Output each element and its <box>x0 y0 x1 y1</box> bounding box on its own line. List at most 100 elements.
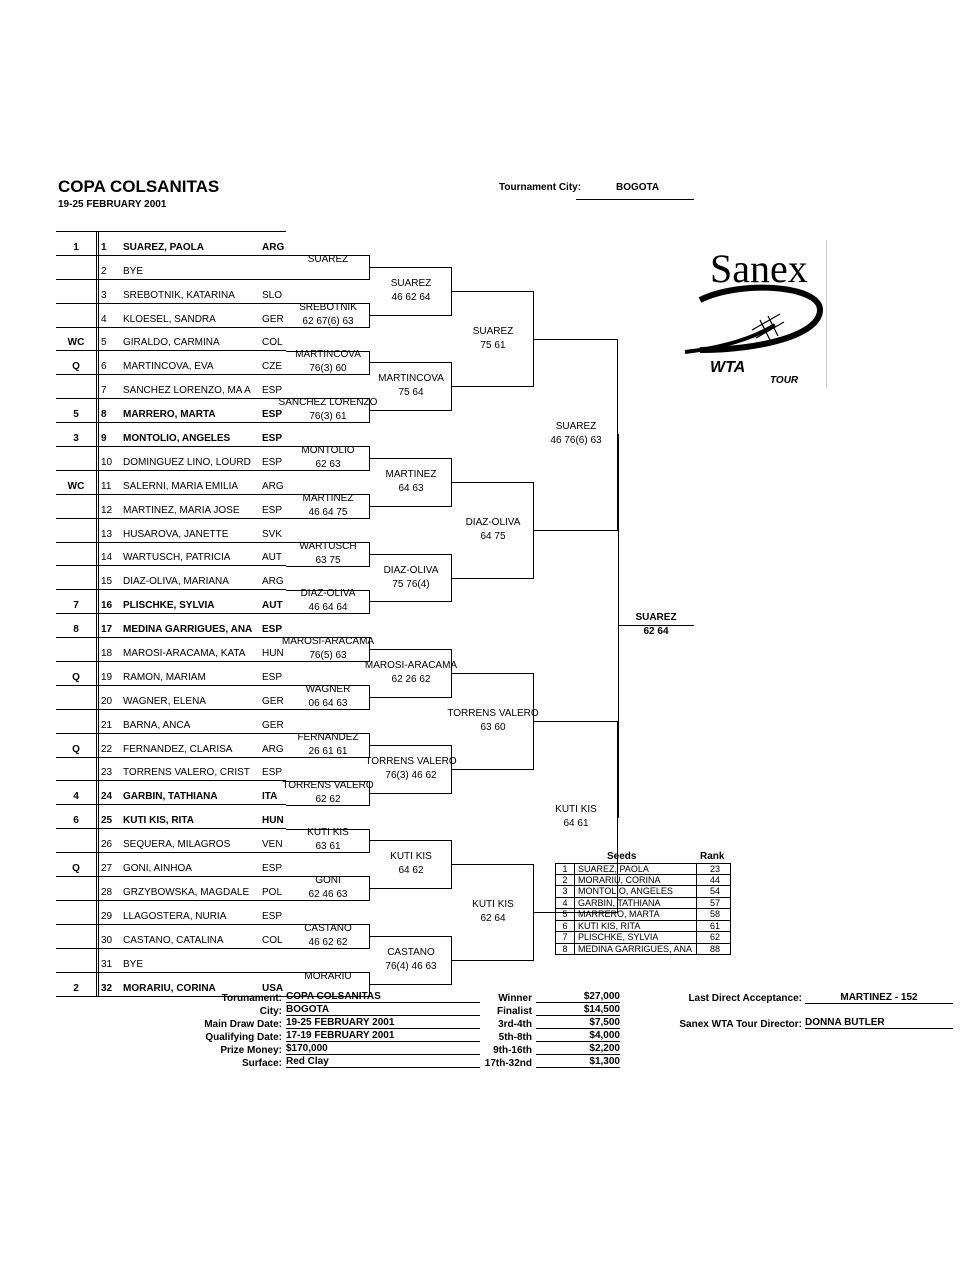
round2-winner: MARTINEZ <box>302 492 354 504</box>
round2-score: 63 75 <box>315 554 341 566</box>
draw-num: 15 <box>101 576 113 588</box>
round4-bracket-line <box>452 290 534 388</box>
round2-score: 62 63 <box>315 459 341 471</box>
round2-winner: WAGNER <box>305 684 351 696</box>
round2-winner: DIAZ-OLIVA <box>300 588 356 600</box>
draw-name: GRZYBOWSKA, MAGDALE <box>123 886 250 898</box>
draw-name: MORARIU, CORINA <box>123 982 216 994</box>
seed-rank: 58 <box>696 909 733 920</box>
info-city-label: City: <box>259 1006 282 1017</box>
draw-num: 18 <box>101 648 113 660</box>
info-prize-label: Prize Money: <box>220 1045 282 1056</box>
draw-num: 6 <box>101 361 107 373</box>
draw-name: TORRENS VALERO, CRIST <box>123 767 250 779</box>
round2-bracket-line <box>286 685 370 710</box>
info-surface-label: Surface: <box>241 1058 282 1069</box>
draw-num: 9 <box>101 433 107 445</box>
seed-name: KUTI KIS, RITA <box>578 920 641 931</box>
round2-winner: MARTINCOVA <box>295 349 361 361</box>
sanex-logo-icon: Sanex WTA TOUR <box>684 246 824 386</box>
draw-cc: VEN <box>262 839 283 851</box>
draw-num: 28 <box>101 886 113 898</box>
prize-value: $7,500 <box>536 1017 620 1029</box>
round2-bracket-line <box>286 637 370 663</box>
draw-num: 4 <box>101 313 107 325</box>
round3-score: 62 26 62 <box>391 674 431 686</box>
round2-bracket-line <box>286 493 370 519</box>
seed-n: 8 <box>556 943 575 954</box>
draw-name: CASTANO, CATALINA <box>123 934 224 946</box>
round5-score: 64 61 <box>563 817 589 829</box>
draw-name: GIRALDO, CARMINA <box>123 337 220 349</box>
round2-bracket-line <box>286 828 370 854</box>
draw-name: WAGNER, ELENA <box>123 695 206 707</box>
round3-winner: DIAZ-OLIVA <box>383 564 439 576</box>
draw-cc: ESP <box>262 671 283 683</box>
seed-name: MEDINA GARRIGUES, ANA <box>578 943 693 954</box>
round4-winner: DIAZ-OLIVA <box>465 516 521 528</box>
draw-num: 26 <box>101 839 113 851</box>
draw-name: LLAGOSTERA, NURIA <box>123 910 227 922</box>
draw-num: 24 <box>101 791 113 803</box>
draw-seed: 7 <box>73 600 79 612</box>
round3-bracket-line <box>370 362 452 412</box>
draw-num: 20 <box>101 695 113 707</box>
draw-cc: ESP <box>262 863 283 875</box>
prize-value: $2,200 <box>536 1043 620 1055</box>
draw-cc: SLO <box>262 289 283 301</box>
seed-rank: 88 <box>696 943 733 954</box>
round5-bracket-line <box>534 720 618 914</box>
draw-seed: 3 <box>73 433 79 445</box>
seed-n: 5 <box>556 909 575 920</box>
round2-bracket-line <box>286 254 370 280</box>
logo-wta: WTA <box>710 359 745 376</box>
round2-bracket-line <box>286 398 370 424</box>
draw-num: 8 <box>101 409 107 421</box>
round3-score: 46 62 64 <box>391 291 431 303</box>
draw-name: KLOESEL, SANDRA <box>123 313 216 325</box>
draw-name: DOMINGUEZ LINO, LOURD <box>123 456 251 468</box>
logo-text: Sanex <box>710 246 808 291</box>
lda-value: MARTINEZ - 152 <box>805 992 953 1004</box>
draw-cc: ARG <box>262 480 284 492</box>
draw-line-26: 26 SEQUERA, MILAGROS VEN <box>56 829 286 854</box>
round3-winner: MARTINCOVA <box>378 373 444 385</box>
draw-cc: ESP <box>262 504 283 516</box>
round4-score: 64 75 <box>480 530 506 542</box>
info-tournament-label: Torunament: <box>221 993 282 1004</box>
info-qual-label: Qualifying Date: <box>205 1032 282 1043</box>
draw-name: FERNANDEZ, CLARISA <box>123 743 233 755</box>
draw-name: SEQUERA, MILAGROS <box>123 839 231 851</box>
draw-cc: AUT <box>262 552 282 564</box>
seed-n: 7 <box>556 932 575 943</box>
tournament-title: COPA COLSANITAS <box>58 177 220 196</box>
draw-num: 21 <box>101 719 113 731</box>
draw-name: BARNA, ANCA <box>123 719 191 731</box>
draw-name: MARTINCOVA, EVA <box>123 361 214 373</box>
draw-cc: CZE <box>262 361 282 373</box>
round2-winner: MAROSI-ARACAMA <box>281 636 375 648</box>
draw-cc: SVK <box>262 528 283 540</box>
draw-seed: Q <box>72 671 80 683</box>
round2-winner: MORARIU <box>304 970 352 982</box>
round2-winner: SANCHEZ LORENZO <box>278 397 378 409</box>
seed-n: 6 <box>556 920 575 931</box>
seeds-header: Seeds <box>607 851 637 862</box>
prize-value: $14,500 <box>536 1004 620 1016</box>
draw-cc: ESP <box>262 910 283 922</box>
round4-winner: TORRENS VALERO <box>447 707 539 719</box>
round2-bracket-line <box>286 971 370 997</box>
round2-bracket-line <box>286 541 370 567</box>
round5-winner: SUAREZ <box>555 421 597 433</box>
